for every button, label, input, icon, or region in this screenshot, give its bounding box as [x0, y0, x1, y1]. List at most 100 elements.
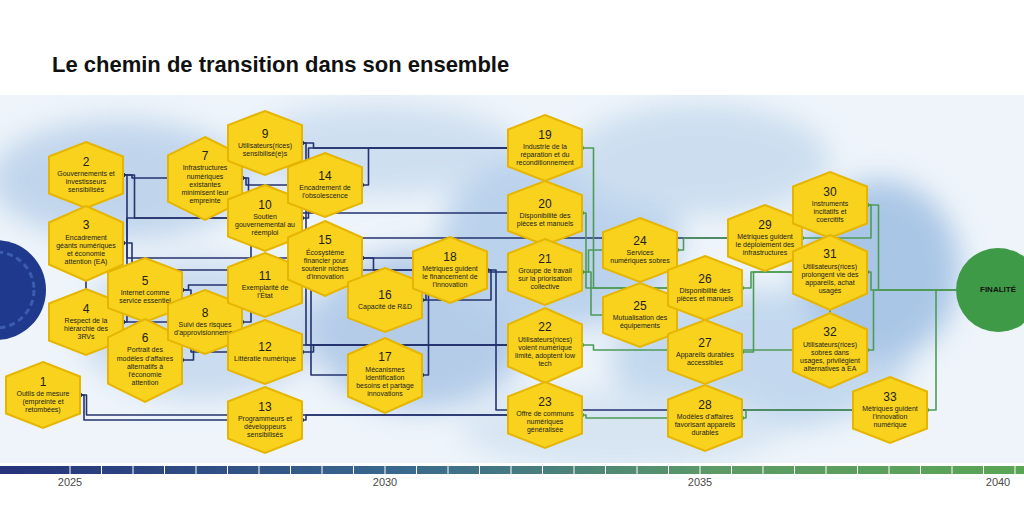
step-number: 14	[318, 170, 331, 183]
hexagon-node: 28Modèles d'affaires favorisant appareil…	[668, 385, 742, 451]
hexagon-outline	[668, 385, 742, 451]
hexagon-node: 14Encadrement de l'obsolescence	[288, 153, 362, 217]
step-number: 15	[318, 234, 331, 247]
step-number: 30	[823, 186, 836, 199]
hexagon-node: 21Groupe de travail sur la priorisation …	[508, 239, 582, 305]
timeline-tick	[574, 466, 575, 474]
timeline-tick	[416, 466, 417, 474]
connector	[362, 148, 508, 185]
connector	[742, 272, 793, 288]
hexagon-node: 12Littératie numérique	[228, 320, 302, 384]
hexagon-outline	[228, 320, 302, 384]
start-circle	[0, 240, 46, 340]
step-text: Appareils durables accessibles	[674, 351, 736, 368]
hexagon-outline	[603, 218, 677, 282]
step-number: 12	[258, 341, 271, 354]
step-number: 13	[258, 401, 271, 414]
step-text: Mutualisation des équipements	[609, 314, 671, 331]
timeline-ticks	[70, 466, 1015, 474]
hexagon-outline	[793, 313, 867, 388]
hexagon-node: 18Métriques guident le financement de l'…	[413, 237, 487, 303]
step-text: Industrie de la réparation et du recondi…	[514, 143, 576, 168]
step-text: Métriques guident l'innovation numérique	[859, 405, 921, 430]
connector	[677, 238, 728, 250]
hexagon-outline	[793, 172, 867, 238]
timeline-year: 2040	[986, 476, 1010, 488]
connector	[742, 272, 793, 352]
hexagon-outline	[49, 142, 123, 208]
hexagon-node: 2Gouvernements et investisseurs sensibil…	[49, 142, 123, 208]
timeline-tick	[259, 466, 260, 474]
step-number: 21	[538, 253, 551, 266]
timeline-tick	[952, 466, 953, 474]
hexagon-node: 23Offre de communs numériques généralisé…	[508, 382, 582, 448]
hexagon-outline	[508, 181, 582, 245]
hexagon-node: 3Encadrement géants numériques et économ…	[49, 206, 123, 281]
step-text: Groupe de travail sur la priorisation co…	[514, 267, 576, 292]
hexagon-node: 33Métriques guident l'innovation numériq…	[853, 377, 927, 443]
step-text: Services numériques sobres	[609, 249, 671, 266]
timeline-tick	[353, 466, 354, 474]
step-text: Utilisateurs(rices) voient numérique lim…	[514, 336, 576, 369]
step-text: Outils de mesure (empreinte et retombées…	[12, 390, 74, 415]
hexagon-node: 32Utilisateurs(rices) sobres dans usages…	[793, 313, 867, 388]
timeline-tick	[668, 466, 669, 474]
step-number: 2	[83, 156, 90, 169]
timeline-tick	[763, 466, 764, 474]
timeline-tick	[542, 466, 543, 474]
step-number: 19	[538, 129, 551, 142]
step-number: 33	[883, 391, 896, 404]
step-text: Offre de communs numériques généralisée	[514, 410, 576, 435]
connector	[742, 410, 853, 418]
hexagon-outline	[348, 268, 422, 332]
hexagon-node: 16Capacité de R&D	[348, 268, 422, 332]
hexagon-outline	[853, 377, 927, 443]
step-text: Métriques guident le déploiement des inf…	[734, 233, 796, 258]
connector	[582, 272, 603, 315]
step-text: Capacité de R&D	[354, 303, 416, 311]
timeline-tick	[385, 466, 386, 474]
hexagon-node: 13Programmeurs et développeurs sensibili…	[228, 387, 302, 453]
hexagon-outline	[413, 237, 487, 303]
connector	[867, 272, 956, 290]
step-text: Suivi des risques d'approvisionnement	[174, 321, 236, 338]
timeline-bar	[0, 466, 1024, 474]
step-number: 16	[378, 289, 391, 302]
step-text: Portrait des modèles d'affaires alternat…	[114, 346, 176, 387]
hexagon-node: 22Utilisateurs(rices) voient numérique l…	[508, 308, 582, 383]
step-text: Encadrement de l'obsolescence	[294, 184, 356, 201]
step-text: Modèles d'affaires favorisant appareils …	[674, 413, 736, 438]
timeline-tick	[227, 466, 228, 474]
connector	[302, 415, 508, 420]
hexagon-outline	[348, 338, 422, 413]
step-number: 22	[538, 321, 551, 334]
connector	[927, 290, 956, 410]
step-number: 7	[202, 150, 209, 163]
hexagon-outline	[6, 362, 80, 428]
step-text: Littératie numérique	[234, 355, 296, 363]
timeline-tick	[637, 466, 638, 474]
timeline-tick	[700, 466, 701, 474]
step-number: 23	[538, 396, 551, 409]
timeline-tick	[101, 466, 102, 474]
hexagon-node: 20Disponibilité des pièces et manuels	[508, 181, 582, 245]
step-text: Exemplarité de l'État	[234, 284, 296, 301]
hexagon-node: 30Instruments incitatifs et coercitifs	[793, 172, 867, 238]
timeline-tick	[511, 466, 512, 474]
step-number: 1	[40, 376, 47, 389]
hexagon-node: 25Mutualisation des équipements	[603, 283, 677, 347]
timeline-tick	[794, 466, 795, 474]
step-number: 5	[142, 275, 149, 288]
step-number: 25	[633, 300, 646, 313]
hexagon-outline	[288, 153, 362, 217]
step-text: Internet comme service essentiel	[114, 289, 176, 306]
step-text: Gouvernements et investisseurs sensibili…	[55, 170, 117, 195]
hexagon-outline	[603, 283, 677, 347]
step-text: Disponibilité des pièces et manuels	[674, 287, 736, 304]
connector	[867, 205, 956, 290]
timeline-tick	[889, 466, 890, 474]
step-text: Utilisateurs(rices) prolongent vie des a…	[799, 263, 861, 296]
step-text: Utilisateurs(rices) sensibilisé(e)s	[234, 142, 296, 159]
timeline-tick	[290, 466, 291, 474]
step-text: Instruments incitatifs et coercitifs	[799, 200, 861, 225]
